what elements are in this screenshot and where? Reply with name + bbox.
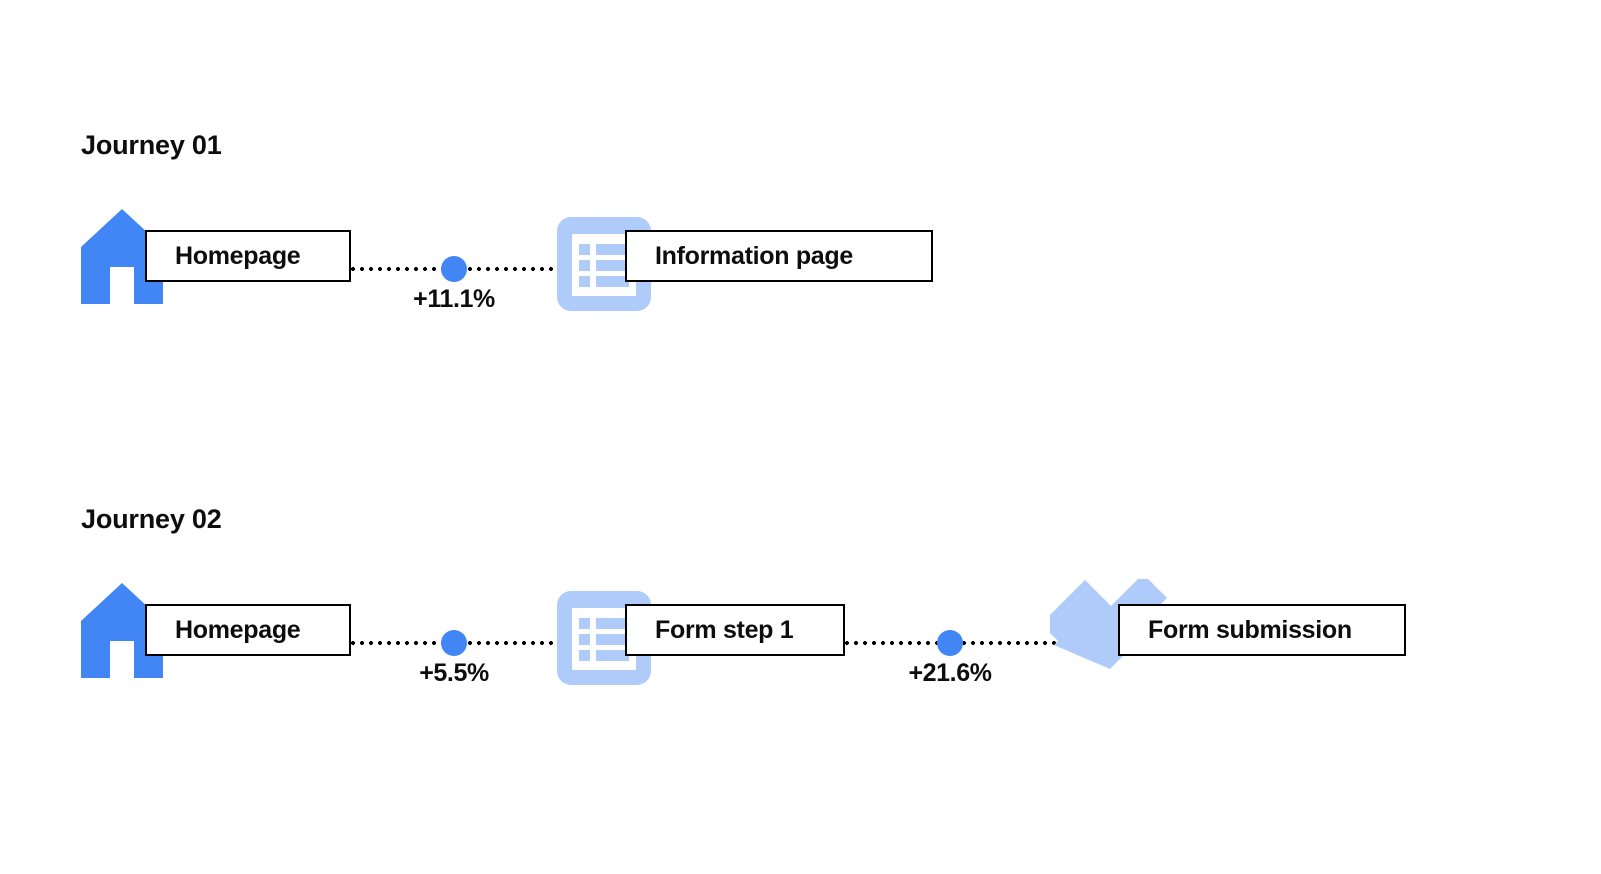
node-dot-icon[interactable] [441, 256, 467, 282]
step-label: Homepage [175, 615, 301, 644]
node-dot-icon[interactable] [937, 630, 963, 656]
connector-delta-label: +11.1% [413, 285, 495, 313]
step-box-homepage[interactable]: Homepage [145, 604, 351, 656]
step-box-information-page[interactable]: Information page [625, 230, 933, 282]
connector-delta-label: +5.5% [419, 659, 489, 687]
step-box-homepage[interactable]: Homepage [145, 230, 351, 282]
step-box-form-step-1[interactable]: Form step 1 [625, 604, 845, 656]
step-label: Form submission [1148, 615, 1352, 644]
journey-connector: +5.5% [351, 617, 557, 687]
step-box-form-submission[interactable]: Form submission [1118, 604, 1406, 656]
home-icon [81, 583, 163, 678]
journey-title: Journey 01 [81, 130, 222, 160]
document-list-icon [557, 217, 651, 311]
node-dot-icon[interactable] [441, 630, 467, 656]
step-label: Information page [655, 241, 853, 270]
step-label: Form step 1 [655, 615, 794, 644]
journey-connector: +11.1% [351, 243, 557, 313]
journey-connector: +21.6% [845, 617, 1063, 687]
home-icon [81, 209, 163, 304]
journey-title: Journey 02 [81, 504, 222, 534]
connector-delta-label: +21.6% [908, 659, 992, 687]
step-label: Homepage [175, 241, 301, 270]
